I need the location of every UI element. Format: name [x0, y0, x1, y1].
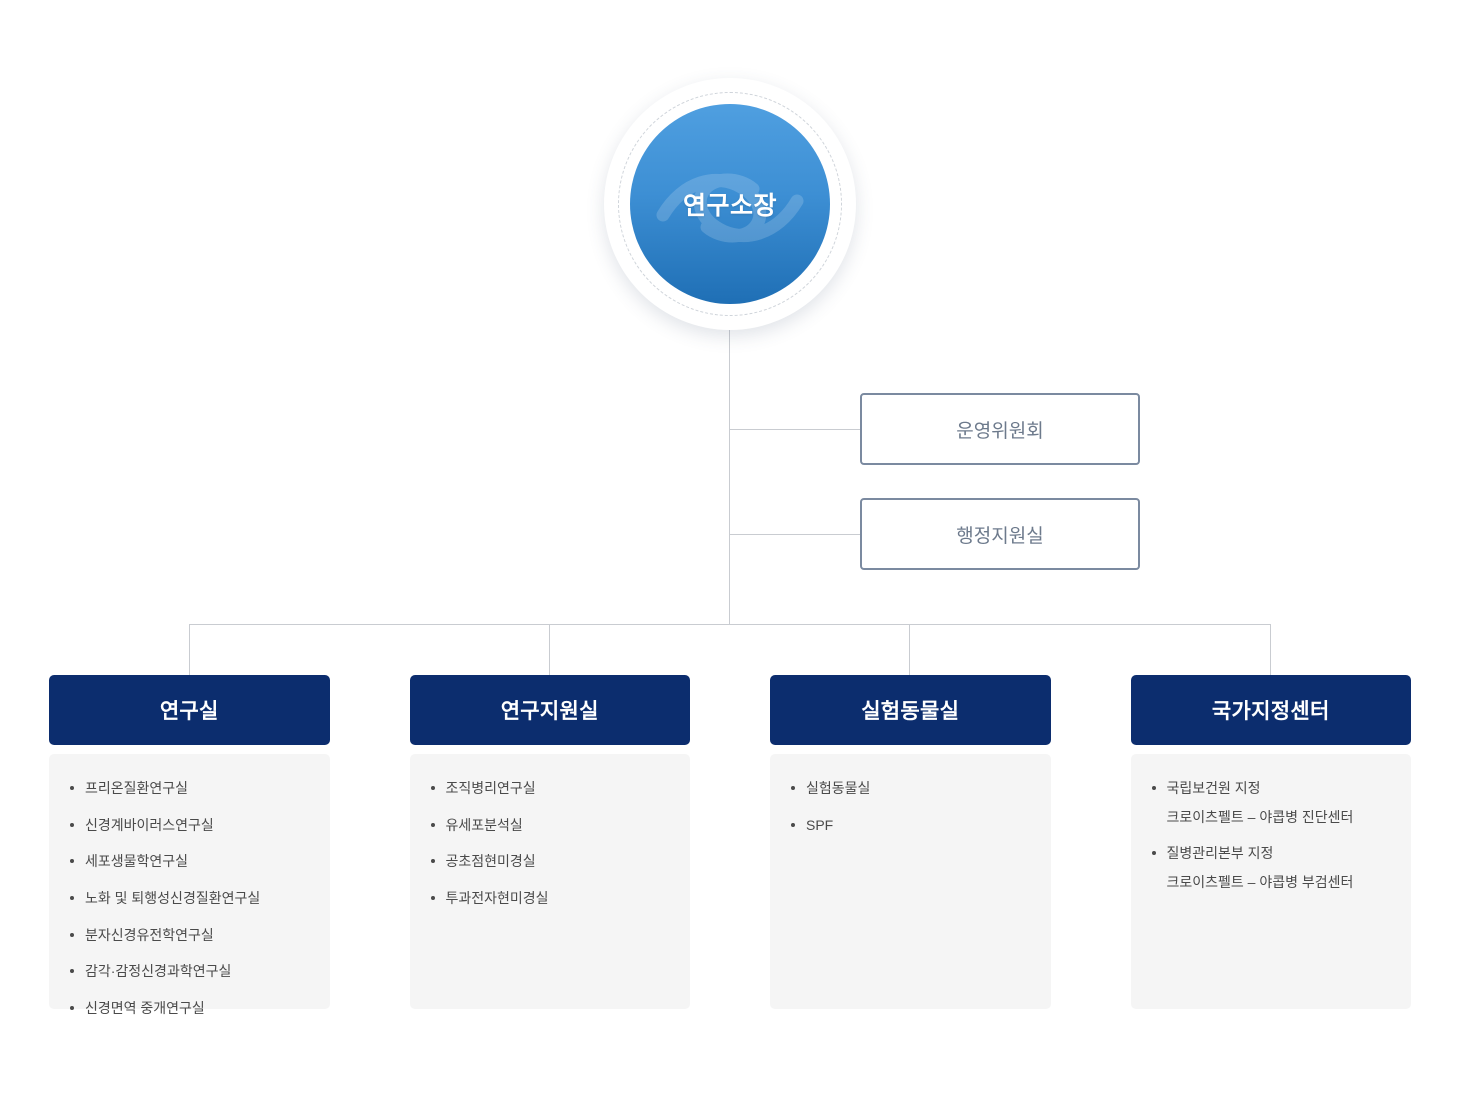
list-item: 프리온질환연구실 [67, 778, 312, 800]
department-columns: 연구실 프리온질환연구실 신경계바이러스연구실 세포생물학연구실 노화 및 퇴행… [49, 675, 1411, 1016]
department-column-2: 연구지원실 조직병리연구실 유세포분석실 공초점현미경실 투과전자현미경실 [409, 675, 690, 1009]
connector-drop-column-3 [909, 624, 910, 675]
root-dashed-ring [618, 92, 842, 316]
department-header-2-label: 연구지원실 [500, 700, 599, 723]
department-header-3-label: 실험동물실 [861, 700, 960, 723]
list-item: 실험동물실 [788, 778, 1033, 800]
list-item-text: 투과전자현미경실 [445, 890, 549, 907]
node-steering-committee-label: 운영위원회 [956, 420, 1044, 442]
connector-branch-committee [729, 429, 862, 430]
list-item: 공초점현미경실 [428, 851, 673, 873]
department-list-2: 조직병리연구실 유세포분석실 공초점현미경실 투과전자현미경실 [428, 778, 673, 910]
department-list-1: 프리온질환연구실 신경계바이러스연구실 세포생물학연구실 노화 및 퇴행성신경질… [67, 778, 312, 1020]
list-item: 신경계바이러스연구실 [67, 815, 312, 837]
connector-drop-column-4 [1270, 624, 1271, 675]
department-column-4: 국가지정센터 국립보건원 지정 크로이츠펠트 – 야콥병 진단센터 질병관리본부… [1130, 675, 1411, 1009]
list-item: 조직병리연구실 [428, 778, 673, 800]
list-item-subtext: 크로이츠펠트 – 야콥병 부검센터 [1166, 874, 1354, 891]
root-node[interactable]: 연구소장 [604, 78, 856, 330]
department-list-3: 실험동물실 SPF [788, 778, 1033, 836]
department-body-3: 실험동물실 SPF [770, 754, 1051, 1009]
root-circle: 연구소장 [630, 104, 830, 304]
list-item: 세포생물학연구실 [67, 851, 312, 873]
connector-drop-column-2 [549, 624, 550, 675]
list-item: 투과전자현미경실 [428, 888, 673, 910]
department-list-4: 국립보건원 지정 크로이츠펠트 – 야콥병 진단센터 질병관리본부 지정 크로이… [1149, 778, 1394, 894]
department-body-2: 조직병리연구실 유세포분석실 공초점현미경실 투과전자현미경실 [409, 754, 690, 1009]
department-body-4: 국립보건원 지정 크로이츠펠트 – 야콥병 진단센터 질병관리본부 지정 크로이… [1130, 754, 1411, 1009]
connector-horizontal-bus [189, 624, 1271, 625]
department-header-3[interactable]: 실험동물실 [770, 675, 1051, 745]
department-column-1: 연구실 프리온질환연구실 신경계바이러스연구실 세포생물학연구실 노화 및 퇴행… [49, 675, 330, 1016]
list-item-text: 조직병리연구실 [445, 780, 536, 796]
root-label: 연구소장 [682, 192, 777, 220]
list-item-text: 실험동물실 [806, 780, 871, 796]
list-item-text: 세포생물학연구실 [85, 853, 189, 870]
list-item-text: 감각·감정신경과학연구실 [85, 963, 232, 980]
department-header-1[interactable]: 연구실 [49, 675, 330, 745]
connector-trunk-vertical [729, 330, 730, 624]
list-item: 유세포분석실 [428, 815, 673, 837]
list-item-text: 공초점현미경실 [445, 853, 536, 870]
list-item-text: 국립보건원 지정 [1166, 780, 1261, 796]
department-header-4-label: 국가지정센터 [1211, 700, 1330, 723]
department-body-1: 프리온질환연구실 신경계바이러스연구실 세포생물학연구실 노화 및 퇴행성신경질… [49, 754, 330, 1016]
department-header-1-label: 연구실 [159, 700, 219, 723]
department-column-3: 실험동물실 실험동물실 SPF [770, 675, 1051, 1009]
list-item-text: 유세포분석실 [445, 816, 523, 833]
connector-drop-column-1 [189, 624, 190, 675]
node-admin-support[interactable]: 행정지원실 [860, 498, 1140, 570]
list-item-text: 노화 및 퇴행성신경질환연구실 [85, 890, 261, 907]
list-item: SPF [788, 815, 1033, 837]
list-item: 질병관리본부 지정 크로이츠펠트 – 야콥병 부검센터 [1149, 843, 1394, 893]
department-header-4[interactable]: 국가지정센터 [1130, 675, 1411, 745]
list-item: 국립보건원 지정 크로이츠펠트 – 야콥병 진단센터 [1149, 778, 1394, 828]
list-item-text: 질병관리본부 지정 [1166, 845, 1274, 862]
list-item: 분자신경유전학연구실 [67, 925, 312, 947]
list-item-text: 프리온질환연구실 [85, 780, 189, 796]
list-item-text: 분자신경유전학연구실 [85, 926, 214, 943]
list-item: 감각·감정신경과학연구실 [67, 961, 312, 983]
list-item: 신경면역 중개연구실 [67, 998, 312, 1020]
list-item: 노화 및 퇴행성신경질환연구실 [67, 888, 312, 910]
department-header-2[interactable]: 연구지원실 [409, 675, 690, 745]
list-item-text: 신경계바이러스연구실 [85, 816, 214, 833]
node-admin-support-label: 행정지원실 [956, 525, 1044, 547]
node-steering-committee[interactable]: 운영위원회 [860, 393, 1140, 465]
list-item-text: SPF [806, 816, 834, 833]
list-item-subtext: 크로이츠펠트 – 야콥병 진단센터 [1166, 808, 1354, 825]
connector-branch-admin [729, 534, 862, 535]
list-item-text: 신경면역 중개연구실 [85, 1000, 205, 1017]
